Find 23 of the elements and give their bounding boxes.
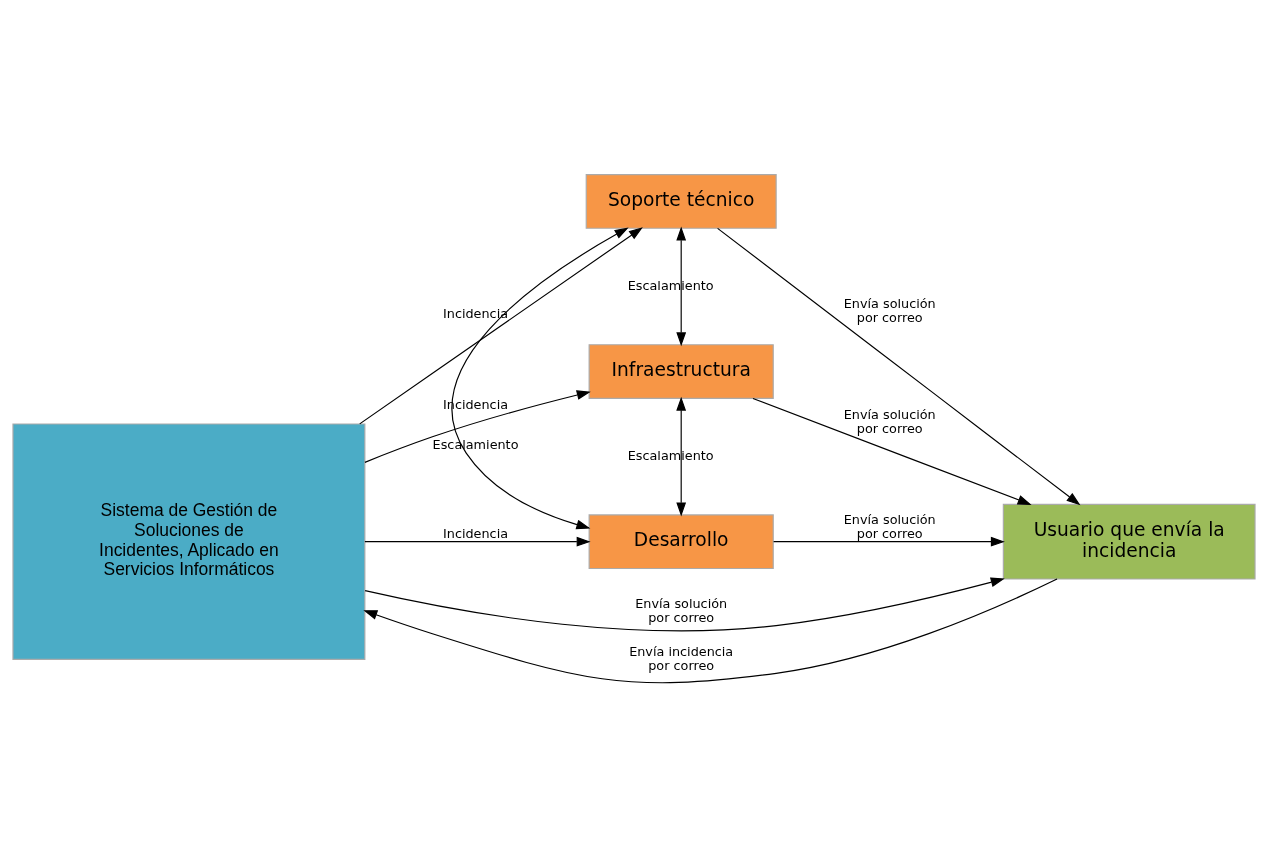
edge-label: Envía solución por correo (635, 595, 728, 625)
node-box: Desarrollo (588, 514, 774, 570)
arrow (676, 396, 687, 517)
node-box: Sistema de Gestión de Soluciones de Incidentes, Aplicado en Servicios Informáticos (12, 423, 366, 660)
edge-label: Envía solución por correo (843, 511, 936, 541)
arrow (363, 578, 1058, 684)
arrow (676, 226, 687, 347)
arrow (364, 536, 591, 547)
node-box: Usuario que envía la incidencia (1002, 503, 1256, 580)
node-box: Soporte técnico (585, 174, 777, 229)
edge-label: Incidencia (443, 305, 509, 321)
edge-label: Envía solución por correo (843, 296, 936, 326)
edge-label: Incidencia (443, 525, 509, 541)
arrow (451, 227, 629, 530)
arrow (364, 577, 1005, 632)
arrow (717, 227, 1081, 506)
node-box: Infraestructura (588, 344, 774, 399)
arrow (364, 390, 591, 463)
arrow (773, 536, 1005, 547)
arrow (752, 397, 1032, 505)
arrow (359, 227, 643, 425)
edge-label: Envía solución por correo (843, 407, 936, 437)
edge-label: Envía incidencia por correo (629, 643, 734, 673)
